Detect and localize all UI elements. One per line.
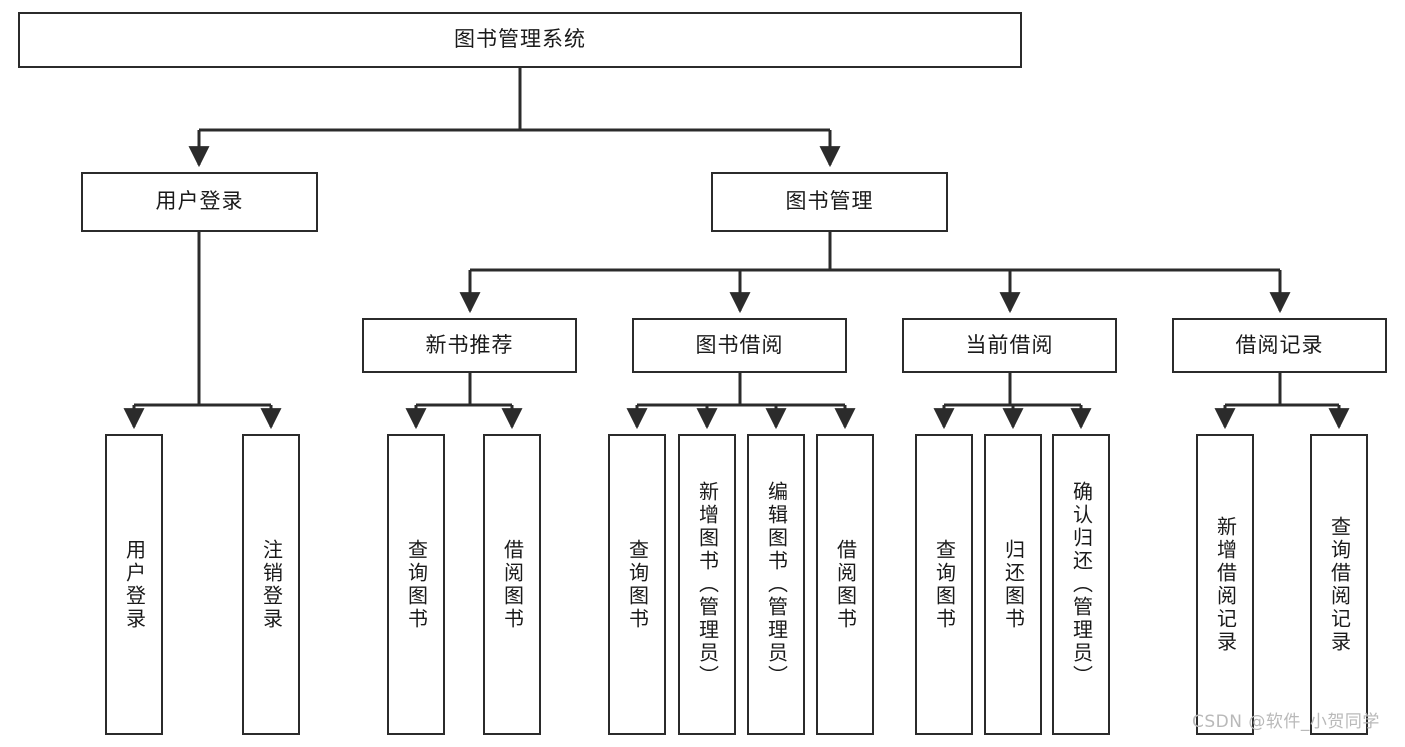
node-borrow-record-label: 借阅记录 [1235,332,1324,357]
node-user-login-label: 用户登录 [155,189,244,214]
node-book-management[interactable]: 图书管理 [711,172,948,232]
node-new-book-recommend[interactable]: 新书推荐 [362,318,577,373]
node-new-book-recommend-label: 新书推荐 [425,332,514,357]
node-leaf-user-login[interactable]: 用户登录 [105,434,163,735]
node-leaf-query-borrow-record-label: 查询借阅记录 [1327,515,1352,654]
node-leaf-confirm-return-admin-label: 确认归还（管理员） [1069,481,1094,688]
node-leaf-add-borrow-record[interactable]: 新增借阅记录 [1196,434,1254,735]
node-leaf-edit-book-admin-label: 编辑图书（管理员） [764,481,789,688]
node-leaf-edit-book-admin[interactable]: 编辑图书（管理员） [747,434,805,735]
node-leaf-query-book-recommend-label: 查询图书 [404,538,429,631]
node-book-borrow[interactable]: 图书借阅 [632,318,847,373]
node-leaf-confirm-return-admin[interactable]: 确认归还（管理员） [1052,434,1110,735]
node-leaf-query-book-borrow-label: 查询图书 [625,538,650,631]
node-current-borrow-label: 当前借阅 [965,332,1054,357]
node-leaf-borrow-book[interactable]: 借阅图书 [816,434,874,735]
node-leaf-query-book-current-label: 查询图书 [932,538,957,631]
node-root-label: 图书管理系统 [454,27,586,52]
node-leaf-return-book-label: 归还图书 [1001,538,1026,631]
node-leaf-add-book-admin-label: 新增图书（管理员） [695,481,720,688]
node-leaf-user-login-label: 用户登录 [122,538,147,631]
node-book-borrow-label: 图书借阅 [695,332,784,357]
node-leaf-add-borrow-record-label: 新增借阅记录 [1213,515,1238,654]
node-leaf-borrow-book-recommend[interactable]: 借阅图书 [483,434,541,735]
node-leaf-borrow-book-recommend-label: 借阅图书 [500,538,525,631]
node-leaf-query-borrow-record[interactable]: 查询借阅记录 [1310,434,1368,735]
node-root[interactable]: 图书管理系统 [18,12,1022,68]
node-leaf-query-book-recommend[interactable]: 查询图书 [387,434,445,735]
node-leaf-query-book-borrow[interactable]: 查询图书 [608,434,666,735]
node-leaf-user-logout[interactable]: 注销登录 [242,434,300,735]
node-user-login[interactable]: 用户登录 [81,172,318,232]
node-leaf-return-book[interactable]: 归还图书 [984,434,1042,735]
node-leaf-query-book-current[interactable]: 查询图书 [915,434,973,735]
node-borrow-record[interactable]: 借阅记录 [1172,318,1387,373]
node-book-management-label: 图书管理 [785,189,874,214]
node-leaf-add-book-admin[interactable]: 新增图书（管理员） [678,434,736,735]
node-leaf-user-logout-label: 注销登录 [259,538,284,631]
node-current-borrow[interactable]: 当前借阅 [902,318,1117,373]
node-leaf-borrow-book-label: 借阅图书 [833,538,858,631]
csdn-watermark: CSDN @软件_小贺同学 [1192,712,1380,732]
